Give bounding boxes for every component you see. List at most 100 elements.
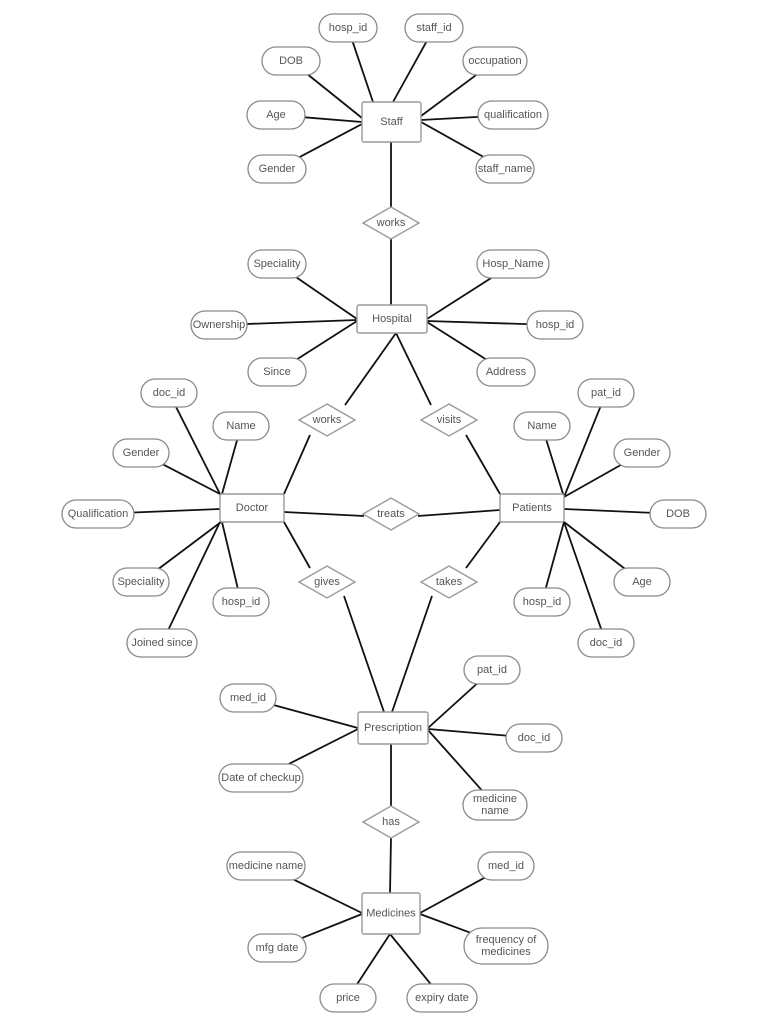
attribute-staff-qualification[interactable]: qualification — [477, 100, 549, 130]
attribute-shape — [577, 378, 635, 408]
attribute-hosp-hosp-name[interactable]: Hosp_Name — [476, 249, 550, 279]
attribute-doc-joined-since[interactable]: Joined since — [126, 628, 198, 658]
attribute-label: doc_id — [153, 387, 185, 399]
entity-hospital[interactable]: Hospital — [356, 304, 428, 334]
entity-shape — [356, 304, 428, 334]
relationship-rel-treats[interactable]: treats — [361, 497, 421, 531]
attribute-staff-staff-id[interactable]: staff_id — [404, 13, 464, 43]
attribute-link — [167, 521, 221, 630]
attribute-link — [420, 121, 487, 160]
attribute-label: Speciality — [253, 258, 301, 270]
relationship-rel-works-staff[interactable]: works — [361, 206, 421, 240]
diamond-shape — [361, 805, 421, 839]
attribute-label: frequency of — [476, 934, 537, 946]
attribute-link — [419, 913, 475, 936]
relationship-link — [283, 521, 311, 569]
attribute-pat-hosp-id[interactable]: hosp_id — [513, 587, 571, 617]
attribute-med-med-id[interactable]: med_id — [477, 851, 535, 881]
entity-doctor[interactable]: Doctor — [219, 493, 285, 523]
attribute-pat-gender[interactable]: Gender — [613, 438, 671, 468]
attribute-label: Since — [263, 366, 291, 378]
attribute-hosp-since[interactable]: Since — [247, 357, 307, 387]
attribute-link — [427, 681, 480, 729]
attribute-shape — [140, 378, 198, 408]
attribute-pat-age[interactable]: Age — [613, 567, 671, 597]
attribute-presc-doc-id[interactable]: doc_id — [505, 723, 563, 753]
attribute-doc-qualification[interactable]: Qualification — [61, 499, 135, 529]
attribute-shape — [513, 587, 571, 617]
attribute-link — [419, 875, 488, 914]
attribute-doc-gender[interactable]: Gender — [112, 438, 170, 468]
attribute-presc-med-id[interactable]: med_id — [219, 683, 277, 713]
attribute-hosp-hosp-id[interactable]: hosp_id — [526, 310, 584, 340]
attribute-label: Gender — [123, 447, 160, 459]
entity-staff[interactable]: Staff — [361, 101, 422, 143]
relationship-label: visits — [437, 414, 462, 426]
relationship-rel-works-doctor[interactable]: works — [297, 403, 357, 437]
attribute-pat-name[interactable]: Name — [513, 411, 571, 441]
attribute-shape — [463, 927, 549, 965]
attribute-pat-doc-id[interactable]: doc_id — [577, 628, 635, 658]
relationship-rel-visits[interactable]: visits — [419, 403, 479, 437]
attribute-staff-age[interactable]: Age — [246, 100, 306, 130]
attribute-shape — [477, 100, 549, 130]
attribute-med-price[interactable]: price — [319, 983, 377, 1013]
attribute-link — [160, 462, 221, 495]
attribute-hosp-address[interactable]: Address — [476, 357, 536, 387]
relationship-rel-gives[interactable]: gives — [297, 565, 357, 599]
attribute-link — [293, 274, 358, 320]
attribute-link — [296, 123, 363, 160]
relationship-rel-takes[interactable]: takes — [419, 565, 479, 599]
attribute-doc-name[interactable]: Name — [212, 411, 270, 441]
attribute-link — [298, 913, 363, 940]
attribute-staff-dob[interactable]: DOB — [261, 46, 321, 76]
attribute-presc-date-of-checkup[interactable]: Date of checkup — [218, 763, 304, 793]
attribute-hosp-speciality[interactable]: Speciality — [247, 249, 307, 279]
attribute-pat-pat-id[interactable]: pat_id — [577, 378, 635, 408]
attribute-label: medicine — [473, 793, 517, 805]
attribute-doc-doc-id[interactable]: doc_id — [140, 378, 198, 408]
attribute-shape — [513, 411, 571, 441]
attribute-label: Speciality — [117, 576, 165, 588]
attribute-shape — [218, 763, 304, 793]
relationship-link — [395, 332, 432, 406]
attribute-staff-gender[interactable]: Gender — [247, 154, 307, 184]
attribute-hosp-ownership[interactable]: Ownership — [190, 310, 248, 340]
attribute-staff-hosp-id[interactable]: hosp_id — [318, 13, 378, 43]
entity-prescription[interactable]: Prescription — [357, 711, 429, 745]
attribute-label: Gender — [259, 163, 296, 175]
attribute-link — [294, 320, 358, 362]
attribute-link — [426, 320, 528, 326]
attribute-med-medicine-name[interactable]: medicine name — [226, 851, 306, 881]
attribute-shape — [475, 154, 535, 184]
entity-medicines[interactable]: Medicines — [361, 892, 421, 935]
entity-label: Prescription — [364, 722, 422, 734]
attribute-link — [221, 439, 238, 495]
attribute-pat-dob[interactable]: DOB — [649, 499, 707, 529]
attribute-link — [304, 116, 363, 123]
attribute-staff-occupation[interactable]: occupation — [462, 46, 528, 76]
relationship-rel-has[interactable]: has — [361, 805, 421, 839]
attribute-link — [563, 521, 603, 630]
attribute-med-expiry-date[interactable]: expiry date — [406, 983, 478, 1013]
attribute-shape — [577, 628, 635, 658]
attribute-med-mfg-date[interactable]: mfg date — [247, 933, 307, 963]
attribute-doc-hosp-id[interactable]: hosp_id — [212, 587, 270, 617]
entity-patients[interactable]: Patients — [499, 493, 565, 523]
relationship-link — [389, 837, 392, 894]
attribute-link — [563, 462, 624, 498]
relationship-link — [417, 509, 501, 517]
relationship-label: takes — [436, 576, 463, 588]
entity-shape — [361, 892, 421, 935]
attribute-presc-pat-id[interactable]: pat_id — [463, 655, 521, 685]
attribute-doc-speciality[interactable]: Speciality — [112, 567, 170, 597]
attribute-label: Joined since — [131, 637, 192, 649]
attribute-label: hosp_id — [329, 22, 368, 34]
attribute-staff-staff-name[interactable]: staff_name — [475, 154, 535, 184]
attribute-link — [133, 508, 221, 514]
attribute-label: name — [481, 805, 509, 817]
attribute-shape — [219, 683, 277, 713]
